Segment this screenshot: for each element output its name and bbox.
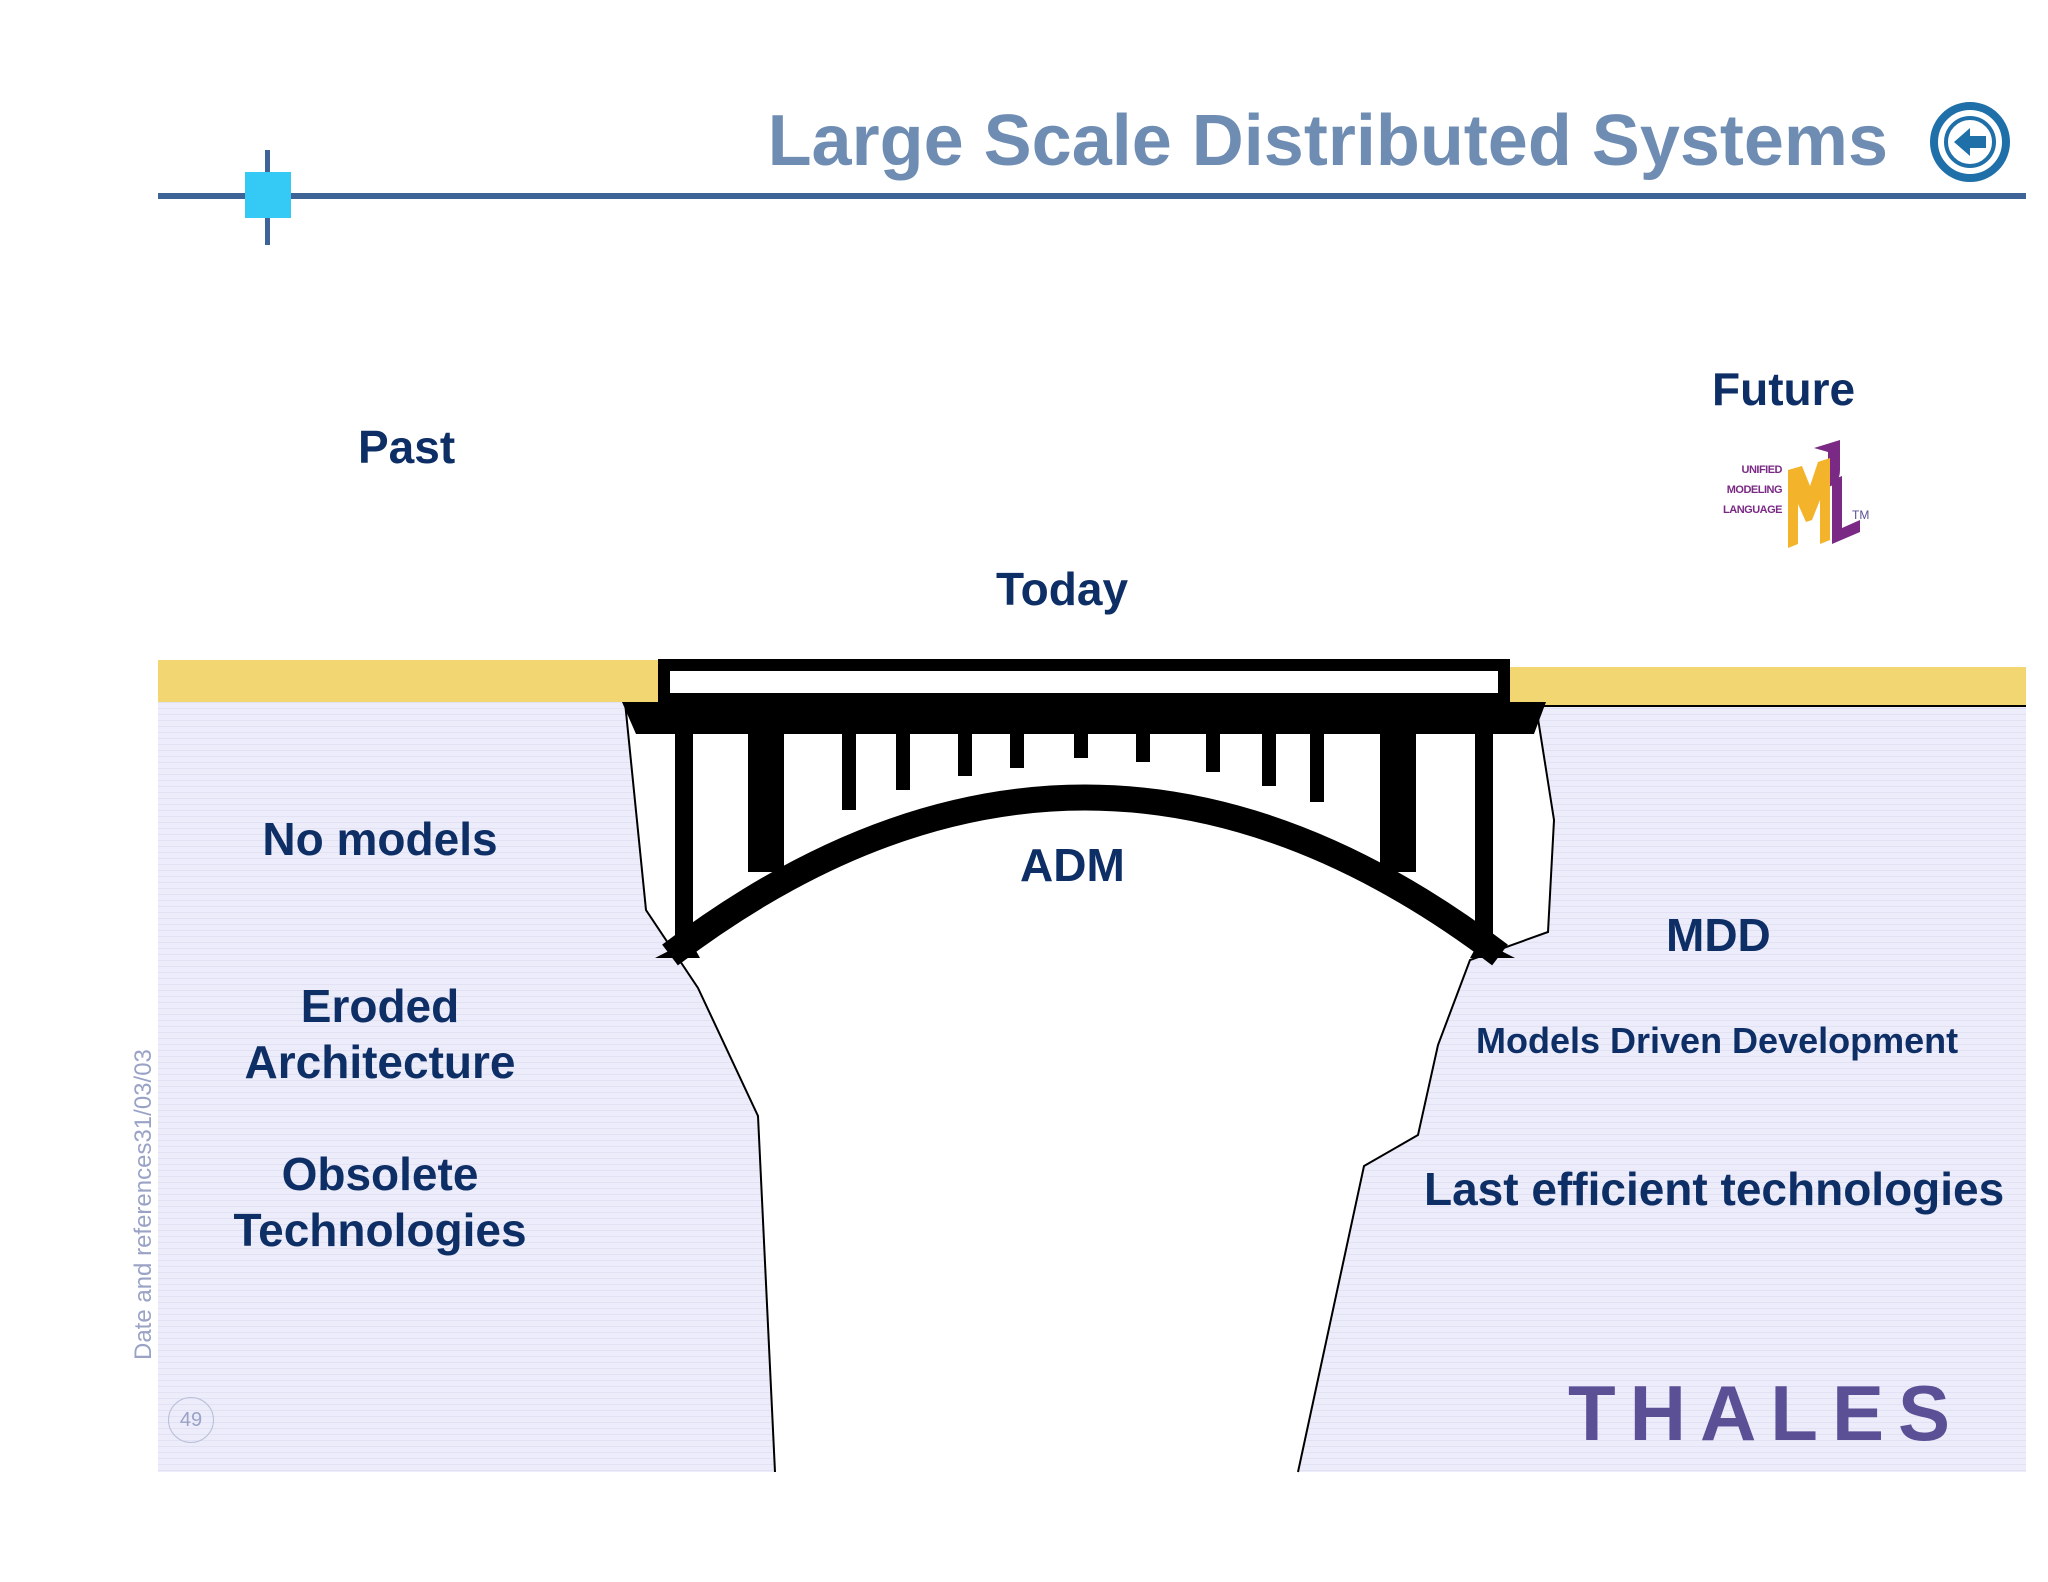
uml-line-language: LANGUAGE xyxy=(1723,504,1782,516)
label-obsolete: Obsolete Technologies xyxy=(180,1146,580,1258)
left-ground xyxy=(158,660,658,702)
label-mdd: MDD xyxy=(1666,909,1771,961)
uml-tm: TM xyxy=(1852,508,1870,522)
label-last-tech: Last efficient technologies xyxy=(1424,1163,2005,1215)
label-future: Future xyxy=(1712,363,1856,415)
uml-line-unified: UNIFIED xyxy=(1741,464,1783,476)
label-obsolete-line1: Obsolete xyxy=(281,1148,479,1200)
bridge-railing xyxy=(658,659,1510,705)
label-past: Past xyxy=(358,421,456,473)
left-cliff xyxy=(158,702,775,1472)
back-arrow-icon[interactable] xyxy=(1928,100,2012,184)
uml-mark-icon xyxy=(1788,440,1860,548)
header-rule xyxy=(158,150,2026,245)
right-cliff xyxy=(1298,706,2026,1472)
label-eroded: Eroded Architecture xyxy=(180,978,580,1090)
uml-line-modeling: MODELING xyxy=(1726,484,1783,496)
bridge-hangers xyxy=(748,730,1416,872)
label-eroded-line2: Architecture xyxy=(244,1036,516,1088)
label-today: Today xyxy=(996,563,1129,615)
uml-logo: UNIFIED MODELING LANGUAGE TM xyxy=(1700,440,1870,550)
label-no-models: No models xyxy=(262,813,498,865)
thales-logo: THALES xyxy=(1568,1369,1964,1457)
label-mdd-full: Models Driven Development xyxy=(1476,1020,1959,1061)
slide-title: Large Scale Distributed Systems xyxy=(767,101,1888,181)
right-ground xyxy=(1504,667,2026,706)
bridge-arch xyxy=(662,784,1508,966)
label-adm: ADM xyxy=(1020,839,1125,891)
label-obsolete-line2: Technologies xyxy=(233,1204,527,1256)
bridge-deck xyxy=(622,702,1546,734)
page-number: 49 xyxy=(168,1397,214,1443)
side-date-text: Date and references31/03/03 xyxy=(130,1049,157,1360)
label-eroded-line1: Eroded xyxy=(300,980,460,1032)
